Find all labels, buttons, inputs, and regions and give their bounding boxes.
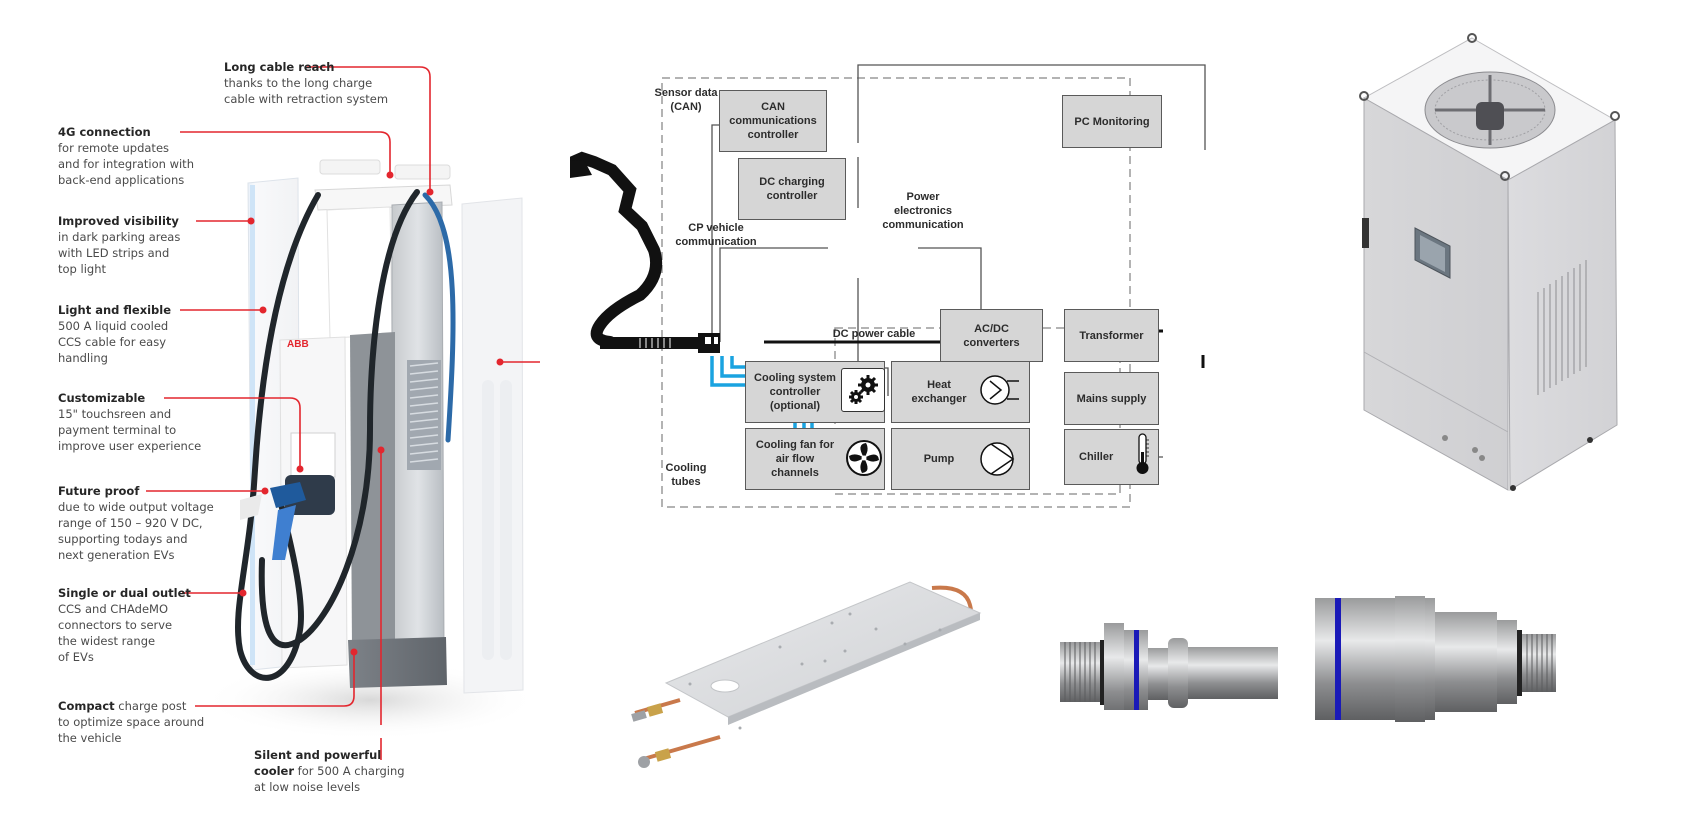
abb-logo: ABB [287,339,309,350]
callout-desc: in dark parking areas with LED strips an… [58,230,181,276]
callout-4g-connection: 4G connection for remote updates and for… [58,124,194,188]
plug-shaft [1188,647,1278,699]
charger-illustration: ABB [0,0,560,835]
block-can-controller: CAN communications controller [719,90,827,152]
blue-ring [1134,630,1139,715]
cold-plate-image [620,580,1020,780]
socket-hex [1435,612,1497,712]
block-label: Cooling fan for air flow channels [755,439,835,479]
callout-light-and-flexible: Light and flexible 500 A liquid cooled C… [58,302,171,366]
chiller-cabinet-graphic [1359,33,1620,491]
block-pc-monitoring: PC Monitoring [1062,95,1162,148]
thread [1060,642,1102,702]
callout-title: Improved visibility [58,214,179,228]
floor-shadow [200,660,540,740]
block-label: CAN communications controller [729,101,817,141]
charger-graphic: ABB [146,66,540,760]
callout-inline: charge post [114,699,187,713]
plate-top [664,581,982,718]
callout-desc: 15" touchsreen and payment terminal to i… [58,407,202,453]
label-cp-vehicle-communication: CP vehicle communication [675,222,757,248]
callout-title: Compact [58,699,115,713]
label-cooling-tubes: Cooling tubes [665,462,707,488]
callout-customizable: Customizable 15" touchsreen and payment … [58,390,201,454]
door-handle [1362,218,1369,248]
thermometer-icon [1130,432,1154,476]
callout-title: Customizable [58,391,146,405]
block-mains-supply: Mains supply [1064,372,1159,425]
plate-slot [710,679,740,693]
right-side-panel [461,197,524,694]
callout-silent-cooler: Silent and powerful cooler for 500 A cha… [254,747,405,795]
callout-long-cable-reach: Long cable reach thanks to the long char… [224,59,388,107]
socket-thread [1522,634,1556,692]
callout-desc: 500 A liquid cooled CCS cable for easy h… [58,319,169,365]
block-label: Chiller [1079,451,1114,463]
coupling-plug-image [1060,600,1290,721]
connector-holster [240,475,335,560]
callout-improved-visibility: Improved visibility in dark parking area… [58,213,180,277]
cooling-system-diagram: CAN communications controller DC chargin… [570,50,1270,510]
charging-gun-icon [570,151,720,353]
blue-ring [1335,598,1341,720]
block-label: Cooling system controller (optional) [754,372,836,412]
chiller-cabinet-image [1350,30,1650,500]
charger-frame [350,201,445,656]
heat-exchanger-icon [977,368,1021,412]
coolant-fittings [1442,435,1485,461]
coupling-socket-graphic [1315,596,1556,722]
callout-lines [146,66,540,760]
fan-icon [842,436,886,480]
callout-desc: to optimize space around the vehicle [58,715,205,745]
gears-icon [841,368,885,412]
callout-title: Light and flexible [58,303,172,317]
charger-boundary [661,77,1131,508]
block-label: Mains supply [1076,392,1147,405]
block-label: Heat exchanger [911,379,967,405]
side-vents [1537,260,1587,395]
block-cooling-fan: Cooling fan for air flow channels [745,428,885,490]
block-dc-charging-controller: DC charging controller [738,158,846,220]
label-sensor-data: Sensor data (CAN) [654,87,718,113]
label-power-electronics-communication: Power electronics communication [882,191,964,231]
hex-nut [1104,623,1124,721]
callout-title: Silent and powerful cooler [254,748,382,778]
coupling-plug-graphic [1060,623,1278,721]
label-dc-power-cable: DC power cable [832,328,916,340]
callout-title: Future proof [58,484,140,498]
callout-desc: for remote updates and for integration w… [58,141,194,187]
block-transformer: Transformer [1064,309,1159,362]
callout-title: 4G connection [58,125,151,139]
callout-inline: for 500 A charging [294,764,405,778]
coupling-socket-image [1315,590,1615,730]
callout-desc: CCS and CHAdeMO connectors to serve the … [58,602,173,664]
callout-future-proof: Future proof due to wide output voltage … [58,483,214,563]
callout-compact: Compact charge post to optimize space ar… [58,698,204,746]
pump-icon [975,437,1019,481]
callout-single-or-dual-outlet: Single or dual outlet CCS and CHAdeMO co… [58,585,191,665]
callout-desc: at low noise levels [254,780,361,794]
block-acdc-converters: AC/DC converters [940,309,1043,362]
block-label: Pump [923,453,955,465]
block-label: DC charging controller [759,176,825,202]
callout-desc: due to wide output voltage range of 150 … [58,500,214,562]
block-label: AC/DC converters [963,322,1020,349]
block-label: Transformer [1079,329,1144,342]
cold-plate-graphic [631,581,982,768]
copper-tube-lower [639,735,721,762]
callout-desc: thanks to the long charge cable with ret… [224,76,389,106]
charging-cables [235,189,456,681]
block-label: PC Monitoring [1074,115,1150,128]
callout-title: Single or dual outlet [58,586,191,600]
callout-dots [239,171,504,656]
charger-base [348,637,447,688]
callout-title: Long cable reach [224,60,335,74]
